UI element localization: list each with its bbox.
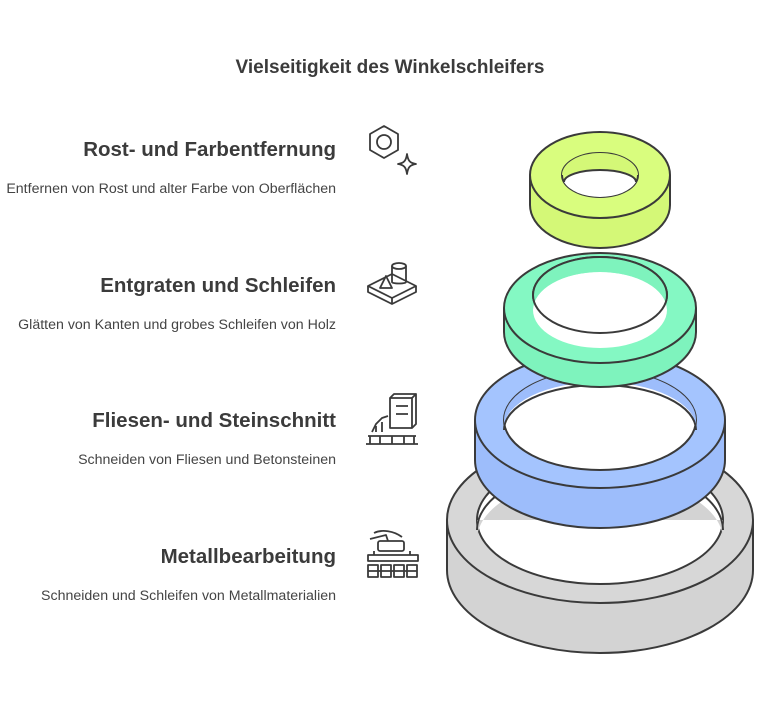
item-heading: Fliesen- und Steinschnitt bbox=[92, 409, 336, 432]
item-description: Entfernen von Rost und alter Farbe von O… bbox=[6, 181, 336, 197]
rust-removal-icon bbox=[369, 125, 417, 175]
item-metalworking: Metallbearbeitung Schneiden und Schleife… bbox=[6, 544, 336, 607]
item-heading: Rost- und Farbentfernung bbox=[83, 138, 336, 161]
item-rust-removal: Rost- und Farbentfernung Entfernen von R… bbox=[6, 137, 336, 200]
diagram-title: Vielseitigkeit des Winkelschleifers bbox=[235, 57, 545, 78]
ring-tile-cutting bbox=[474, 351, 726, 529]
deburring-icon bbox=[367, 262, 417, 305]
item-heading: Metallbearbeitung bbox=[160, 545, 336, 568]
item-heading: Entgraten und Schleifen bbox=[100, 274, 336, 297]
ring-rust-removal bbox=[529, 131, 671, 249]
item-description: Schneiden von Fliesen und Betonsteinen bbox=[78, 452, 336, 468]
item-description: Glätten von Kanten und grobes Schleifen … bbox=[18, 317, 336, 333]
item-description: Schneiden und Schleifen von Metallmateri… bbox=[41, 588, 336, 604]
ring-deburring bbox=[503, 252, 697, 388]
metalworking-icon bbox=[367, 530, 419, 578]
item-tile-cutting: Fliesen- und Steinschnitt Schneiden von … bbox=[6, 408, 336, 471]
tile-cutting-icon bbox=[366, 393, 418, 445]
item-deburring: Entgraten und Schleifen Glätten von Kant… bbox=[6, 273, 336, 336]
